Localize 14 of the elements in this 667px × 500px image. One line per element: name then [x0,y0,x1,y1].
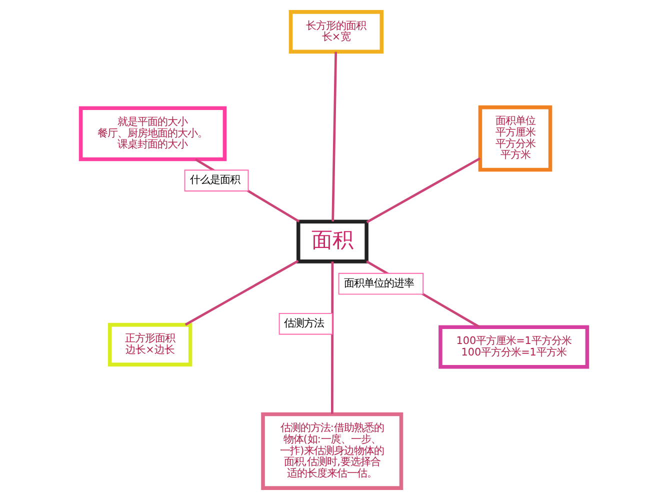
connector [366,157,480,224]
node-box: 长方形的面积 长×宽 [288,10,384,54]
node-box: 估测的方法:借助熟悉的物体(如:一庹、一步、一拃)来估测身边物体的面积,估测时,要选择合适的长度来估一估。 [260,412,403,490]
node-box: 正方形面积 边长×边长 [107,322,192,366]
node-box: 面积 [296,220,368,264]
connector [184,260,298,326]
edge-label: 面积单位的进率 [343,277,414,290]
node-box: 就是平面的大小 餐厅、厨房地面的大小。 课桌封面的大小 [78,106,226,162]
node-box: 面积单位 平方厘米 平方分米 平方米 [478,105,552,172]
connector [331,52,337,222]
connector [330,262,334,414]
edge-label: 什么是面积 [189,174,240,186]
node-box: 100平方厘米=1平方分米 100平方分米=1平方米 [438,325,589,369]
edge-label: 估测方法 [284,317,324,330]
